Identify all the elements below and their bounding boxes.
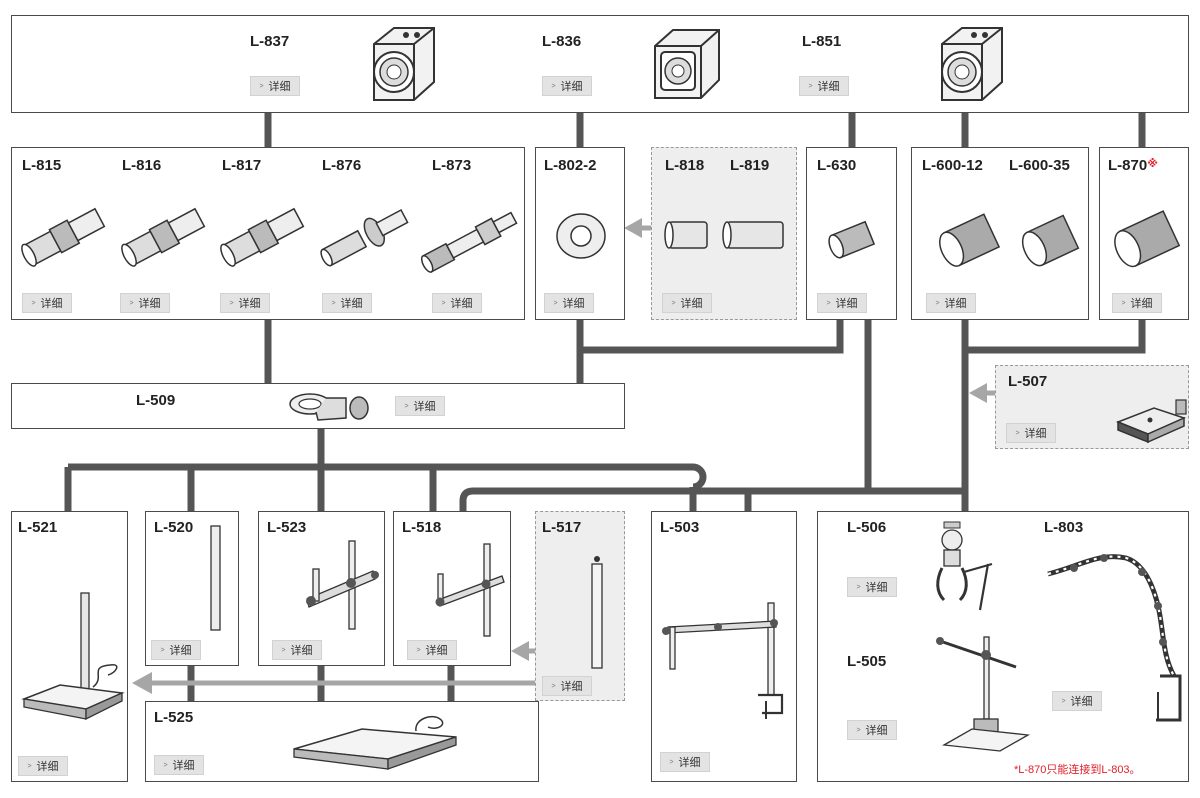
detail-button-l518[interactable]: >详细 [407, 640, 457, 660]
arm-l503-box: L-503 >详细 [651, 511, 797, 782]
model-l600-12: L-600-12 [922, 157, 983, 174]
detail-button-l630[interactable]: >详细 [817, 293, 867, 313]
model-l600-35: L-600-35 [1009, 157, 1070, 174]
model-l816: L-816 [122, 157, 162, 174]
base-l525-image [293, 715, 457, 770]
lens-l600-35-image [1021, 214, 1080, 267]
model-l503: L-503 [660, 519, 700, 536]
detail-button-l815[interactable]: >详细 [22, 293, 72, 313]
lens-l873-image [420, 211, 518, 273]
lens-l630-image [828, 220, 876, 259]
model-l506: L-506 [847, 519, 887, 536]
model-l803: L-803 [1044, 519, 1084, 536]
model-l817: L-817 [222, 157, 262, 174]
flex-arm-l803-image [1047, 554, 1182, 722]
base-l525-box: L-525 >详细 [145, 701, 539, 782]
detail-button-l873[interactable]: >详细 [432, 293, 482, 313]
detail-button-l509[interactable]: >详细 [395, 396, 445, 416]
detail-button-l818-l819[interactable]: >详细 [662, 293, 712, 313]
adapter-l507-box: L-507 >详细 [995, 365, 1189, 449]
camera-l851-image [941, 27, 1003, 101]
model-l870: L-870※ [1108, 157, 1158, 174]
model-l518: L-518 [402, 519, 442, 536]
detail-button-l523[interactable]: >详细 [272, 640, 322, 660]
model-l818: L-818 [665, 157, 705, 174]
stand-l521-image [21, 592, 125, 721]
model-l876: L-876 [322, 157, 362, 174]
extension-tube-group: L-818 L-819 >详细 [651, 147, 797, 320]
detail-button-l520[interactable]: >详细 [151, 640, 201, 660]
arm-l518-image [435, 543, 505, 637]
detail-button-l876[interactable]: >详细 [322, 293, 372, 313]
pillar-l520-box: L-520 >详细 [145, 511, 239, 666]
clamp-l506-image [936, 521, 993, 611]
model-l819: L-819 [730, 157, 770, 174]
arm-l503-image [662, 602, 784, 719]
model-l815: L-815 [22, 157, 62, 174]
pillar-l520-image [210, 525, 221, 631]
model-l802-2: L-802-2 [544, 157, 597, 174]
detail-button-l507[interactable]: >详细 [1006, 423, 1056, 443]
adapter-l802-2: L-802-2 >详细 [535, 147, 625, 320]
compatibility-note: *L-870只能连接到L-803。 [1014, 764, 1141, 776]
lens-l817-image [220, 207, 305, 267]
lens-l600-12-image [939, 213, 1001, 267]
detail-button-l525[interactable]: >详细 [154, 755, 204, 775]
flexible-arm-group: L-506 L-803 L-505 >详细 >详细 >详细 *L-870只能连接… [817, 511, 1189, 782]
arm-l523-image [306, 540, 379, 630]
stand-l521-box: L-521 >详细 [11, 511, 128, 782]
model-l836: L-836 [542, 33, 582, 50]
adapter-l507-image [1115, 399, 1187, 444]
arm-l523-box: L-523 >详细 [258, 511, 385, 666]
model-l507: L-507 [1008, 373, 1048, 390]
detail-button-l506[interactable]: >详细 [847, 577, 897, 597]
lens-l816-image [121, 207, 206, 267]
model-l523: L-523 [267, 519, 307, 536]
model-l630: L-630 [817, 157, 857, 174]
detail-button-l836[interactable]: >详细 [542, 76, 592, 96]
model-l837: L-837 [250, 33, 290, 50]
zoom-lens-group: L-815 L-816 L-817 L-876 L-873 >详细 >详细 >详… [11, 147, 525, 320]
model-l851: L-851 [802, 33, 842, 50]
detail-button-l600[interactable]: >详细 [926, 293, 976, 313]
detail-button-l817[interactable]: >详细 [220, 293, 270, 313]
detail-button-l851[interactable]: >详细 [799, 76, 849, 96]
lens-l870-box: L-870※ >详细 [1099, 147, 1189, 320]
detail-button-l816[interactable]: >详细 [120, 293, 170, 313]
holder-l509-box: L-509 >详细 [11, 383, 625, 429]
camera-row: L-837 >详细 L-836 >详细 L-851 >详细 [11, 15, 1189, 113]
pillar-l517-image [591, 556, 603, 669]
detail-button-l503[interactable]: >详细 [660, 752, 710, 772]
model-l525: L-525 [154, 709, 194, 726]
detail-button-l505[interactable]: >详细 [847, 720, 897, 740]
model-l520: L-520 [154, 519, 194, 536]
magnetic-stand-l505-image [936, 636, 1031, 752]
model-l517: L-517 [542, 519, 582, 536]
pillar-l517-box: L-517 >详细 [535, 511, 625, 701]
detail-button-l517[interactable]: >详细 [542, 676, 592, 696]
detail-button-l870[interactable]: >详细 [1112, 293, 1162, 313]
tube-l819-image [722, 221, 784, 249]
model-l509: L-509 [136, 392, 176, 409]
camera-l836-image [654, 29, 720, 99]
lens-l600-group: L-600-12 L-600-35 >详细 [911, 147, 1089, 320]
holder-l509-image [289, 393, 369, 421]
detail-button-l837[interactable]: >详细 [250, 76, 300, 96]
model-l873: L-873 [432, 157, 472, 174]
lens-l876-image [320, 209, 409, 267]
tube-l818-image [664, 221, 708, 249]
adapter-l802-2-image [556, 213, 606, 259]
model-l521: L-521 [18, 519, 58, 536]
arm-l518-box: L-518 >详细 [393, 511, 511, 666]
note-mark: ※ [1147, 158, 1158, 170]
detail-button-l803[interactable]: >详细 [1052, 691, 1102, 711]
detail-button-l521[interactable]: >详细 [18, 756, 68, 776]
lens-l630-box: L-630 >详细 [806, 147, 897, 320]
detail-button-l802-2[interactable]: >详细 [544, 293, 594, 313]
lens-l870-image [1114, 210, 1180, 268]
model-l505: L-505 [847, 653, 887, 670]
lens-l815-image [21, 207, 106, 267]
camera-l837-image [373, 27, 435, 101]
